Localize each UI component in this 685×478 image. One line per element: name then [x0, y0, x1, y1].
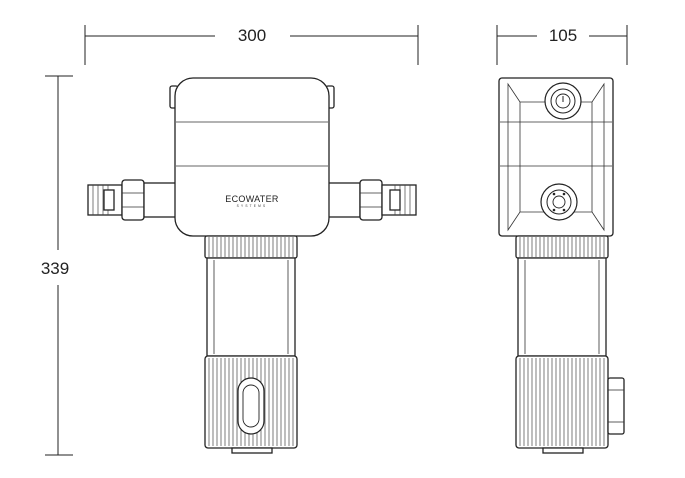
drain-base [231, 447, 273, 454]
bypass-knob-icon [544, 82, 582, 120]
side-head [498, 77, 614, 237]
dimension-side-width: 105 [496, 25, 628, 65]
dimension-front-width: 300 [84, 25, 419, 65]
brand-logo: ECOWATER [225, 194, 279, 204]
upper-collar [204, 235, 298, 259]
side-drain-base [542, 447, 584, 454]
dimension-label-side-width: 105 [549, 26, 577, 45]
side-lower-housing [515, 355, 609, 449]
filter-bowl [206, 257, 296, 357]
lower-housing [204, 355, 298, 449]
outlet-port-icon [540, 183, 578, 221]
right-pipe-fitting [327, 179, 417, 221]
front-view: ECOWATER SYSTEMS [87, 77, 417, 454]
brand-subtitle: SYSTEMS [237, 204, 268, 208]
dimension-label-height: 339 [41, 259, 69, 278]
drain-valve-icon [607, 377, 625, 435]
side-view [498, 77, 625, 454]
dimension-height: 339 [41, 75, 73, 456]
side-upper-collar [515, 235, 609, 259]
side-filter-bowl [517, 257, 607, 357]
dimension-label-front-width: 300 [238, 26, 266, 45]
control-head: ECOWATER SYSTEMS [169, 77, 335, 237]
left-pipe-fitting [87, 179, 177, 221]
